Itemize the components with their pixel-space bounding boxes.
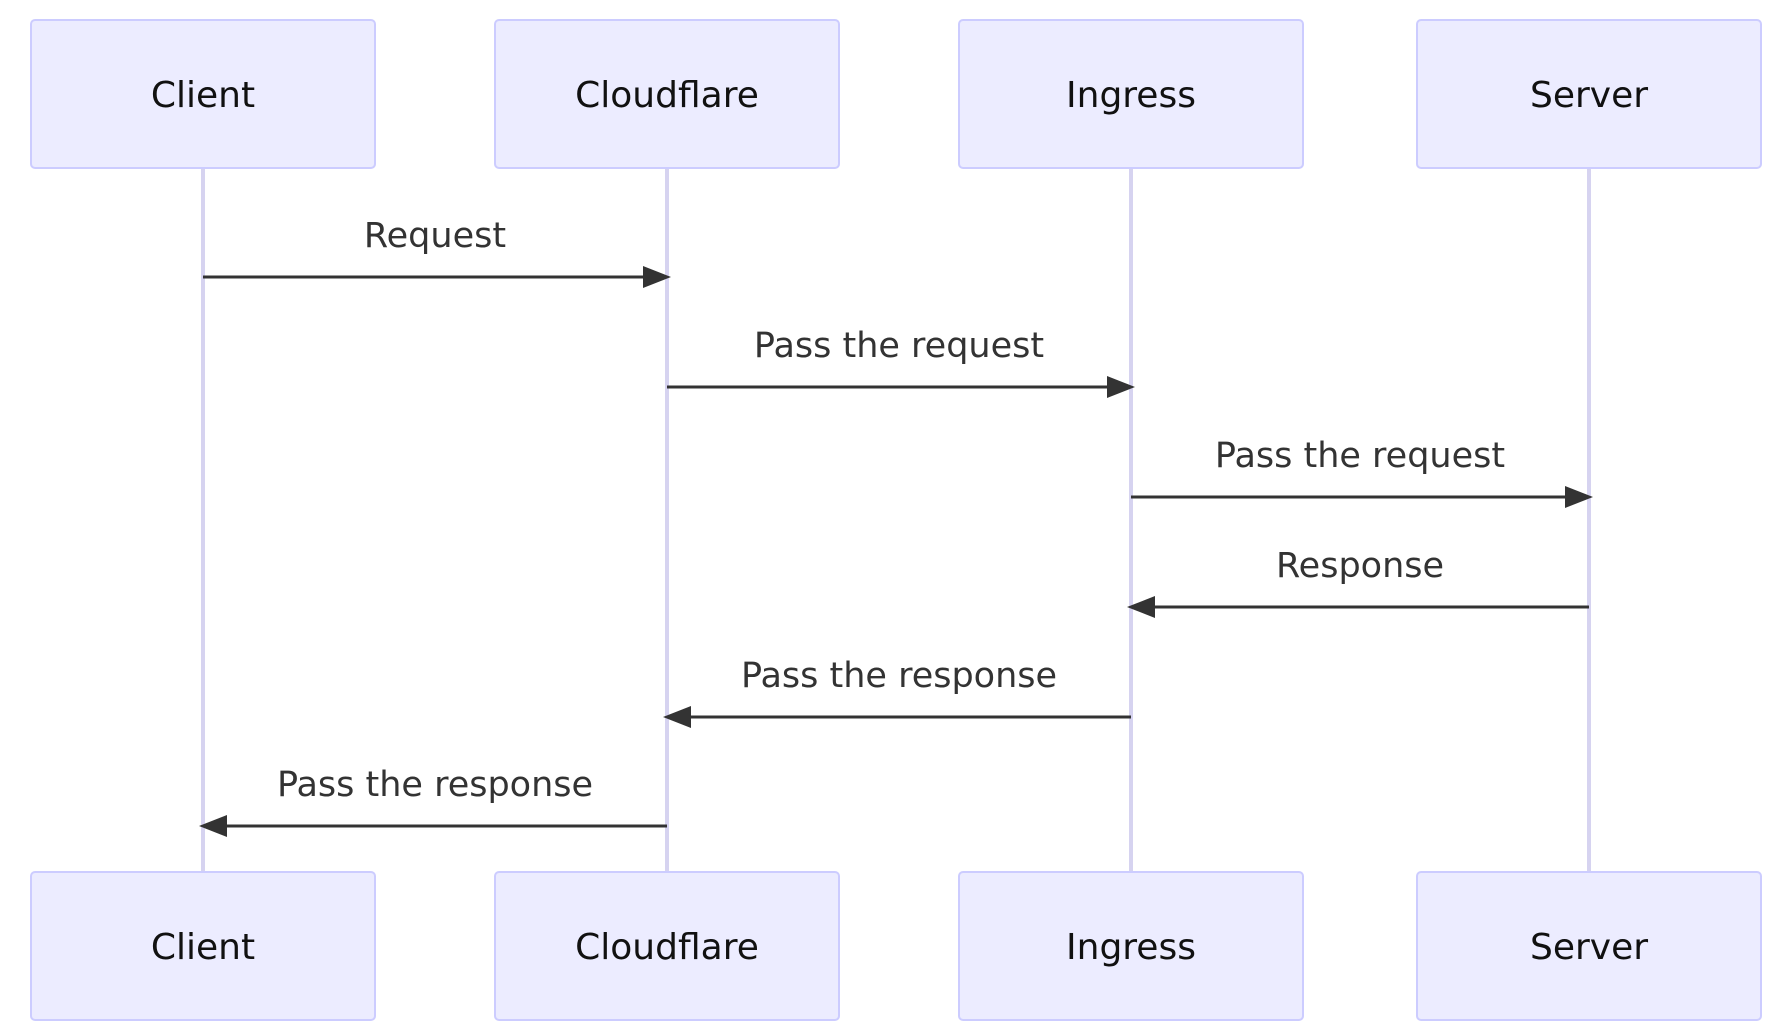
message-label: Request [364, 216, 506, 256]
actor-client-top: Client [30, 19, 376, 169]
actor-box [1416, 871, 1762, 1021]
actor-server-bottom: Server [1416, 871, 1762, 1021]
actors-top: Client Cloudflare Ingress Server [30, 19, 1762, 169]
actor-label: Server [1530, 75, 1648, 116]
arrowhead-icon [643, 266, 671, 288]
actor-ingress-bottom: Ingress [958, 871, 1304, 1021]
lifelines [201, 168, 1591, 872]
message-5: Pass the response [663, 656, 1131, 728]
arrowhead-icon [663, 706, 691, 728]
actor-label: Client [151, 927, 255, 968]
message-label: Pass the response [277, 765, 593, 805]
actor-box [494, 871, 840, 1021]
arrowhead-icon [1127, 596, 1155, 618]
message-3: Pass the request [1131, 436, 1593, 508]
message-4: Response [1127, 546, 1589, 618]
actor-cloudflare-bottom: Cloudflare [494, 871, 840, 1021]
actor-cloudflare-top: Cloudflare [494, 19, 840, 169]
message-6: Pass the response [199, 765, 667, 837]
arrowhead-icon [1565, 486, 1593, 508]
message-label: Pass the response [741, 656, 1057, 696]
actor-label: Ingress [1066, 927, 1196, 968]
actor-box [958, 871, 1304, 1021]
message-1: Request [203, 216, 671, 288]
actor-label: Cloudflare [575, 75, 759, 116]
message-2: Pass the request [667, 326, 1135, 398]
message-label: Pass the request [1215, 436, 1505, 476]
actor-ingress-top: Ingress [958, 19, 1304, 169]
actor-server-top: Server [1416, 19, 1762, 169]
actor-box [958, 19, 1304, 169]
actor-label: Ingress [1066, 75, 1196, 116]
message-label: Pass the request [754, 326, 1044, 366]
actor-box [494, 19, 840, 169]
actor-label: Client [151, 75, 255, 116]
message-label: Response [1276, 546, 1444, 586]
actor-label: Server [1530, 927, 1648, 968]
actor-box [1416, 19, 1762, 169]
actors-bottom: Client Cloudflare Ingress Server [30, 871, 1762, 1021]
arrowhead-icon [199, 815, 227, 837]
actor-box [30, 19, 376, 169]
arrowhead-icon [1107, 376, 1135, 398]
actor-box [30, 871, 376, 1021]
actor-label: Cloudflare [575, 927, 759, 968]
actor-client-bottom: Client [30, 871, 376, 1021]
